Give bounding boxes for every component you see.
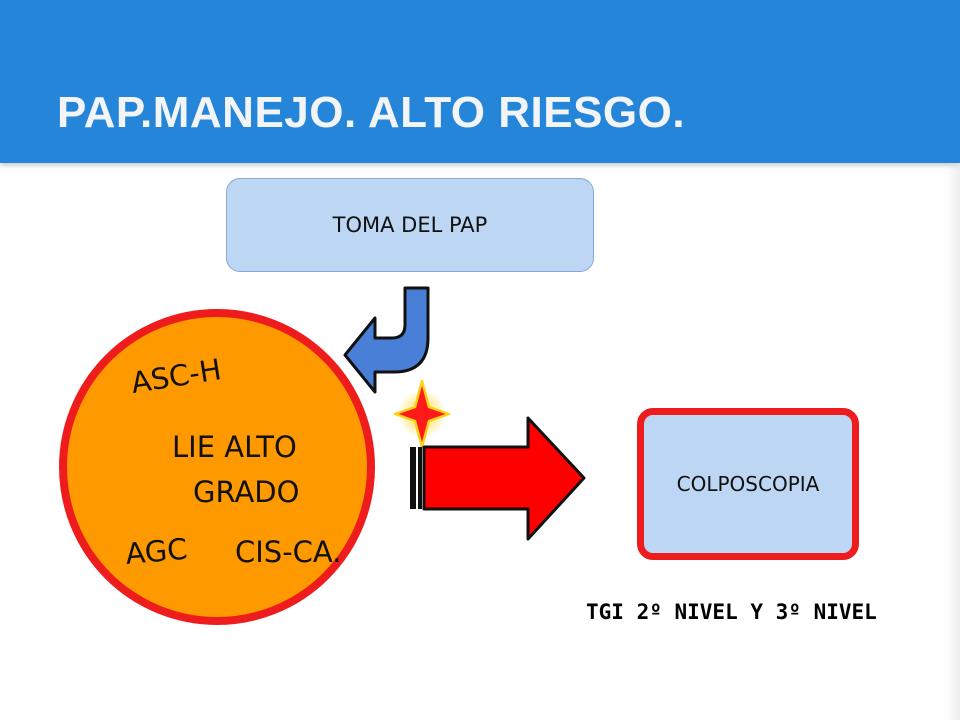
agc-label: AGC (124, 531, 189, 571)
colposcopia-box: COLPOSCOPIA (637, 408, 859, 560)
curved-down-left-arrow-icon (343, 286, 430, 394)
lie-alto-label: LIE ALTO (172, 430, 297, 464)
toma-del-pap-label: TOMA DEL PAP (332, 213, 488, 237)
cis-ca-label: CIS-CA. (235, 535, 342, 569)
high-risk-circle (59, 309, 375, 625)
footer-note: TGI 2º NIVEL Y 3º NIVEL (586, 600, 877, 624)
toma-del-pap-box: TOMA DEL PAP (226, 178, 594, 272)
right-arrow-icon (410, 416, 586, 541)
colposcopia-label: COLPOSCOPIA (676, 472, 820, 496)
slide-edge-shadow (946, 163, 960, 720)
star-icon (393, 379, 451, 449)
grado-label: GRADO (193, 475, 300, 509)
slide-title: PAP.MANEJO. ALTO RIESGO. (57, 88, 686, 137)
header-bar: PAP.MANEJO. ALTO RIESGO. (0, 0, 960, 163)
